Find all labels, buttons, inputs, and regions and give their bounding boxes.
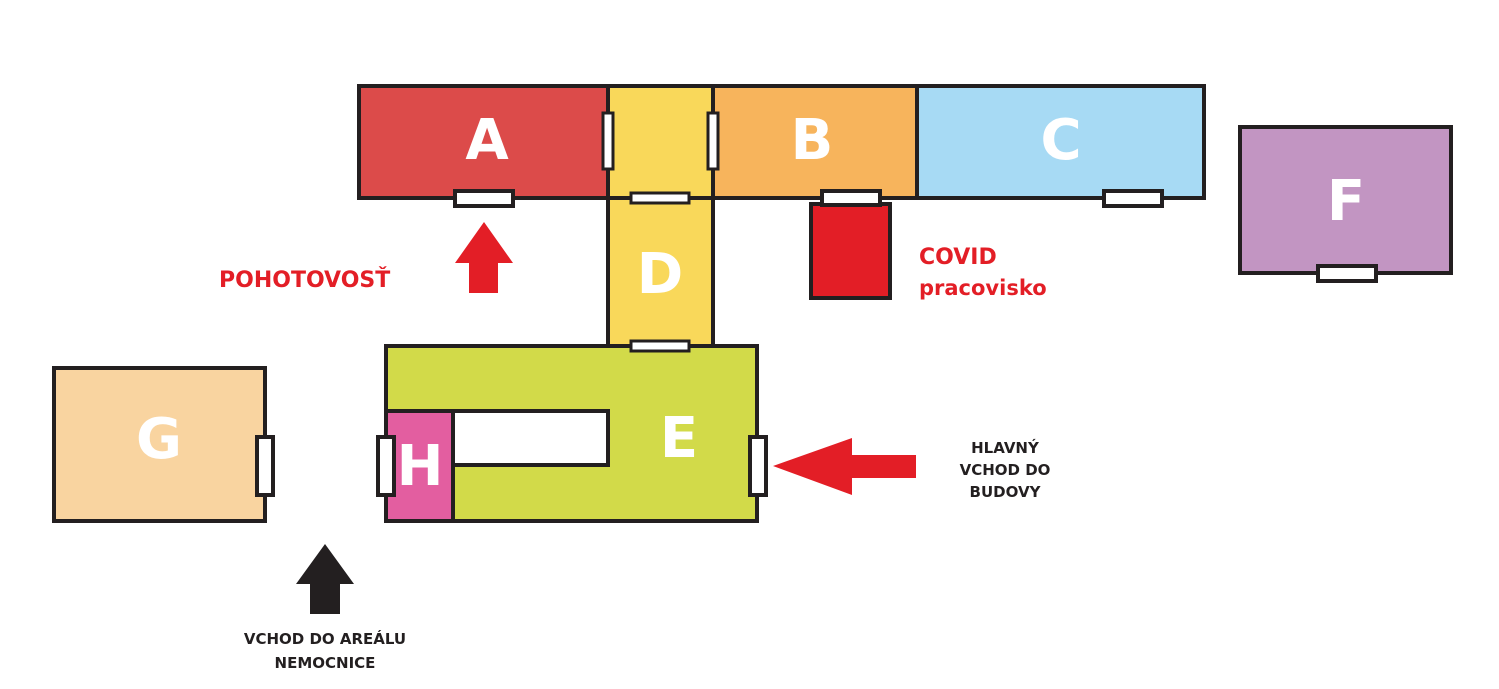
covid-label-line1: COVID <box>919 245 997 270</box>
building-c <box>915 84 1206 200</box>
door-d-e <box>629 339 691 353</box>
covid-label-line2: pracovisko <box>919 276 1047 300</box>
area-entrance-label: VCHOD DO AREÁLU NEMOCNICE <box>205 627 445 675</box>
building-d-letter: D <box>637 242 683 307</box>
door-a <box>453 189 515 208</box>
covid-building <box>809 202 892 300</box>
building-f-letter: F <box>1327 169 1365 234</box>
building-h-letter: H <box>397 434 444 499</box>
covid-label: COVID pracovisko <box>919 243 1047 303</box>
door-e-main <box>748 435 768 497</box>
door-c <box>1102 189 1164 208</box>
arrow-up-icon <box>296 544 354 614</box>
building-a-letter: A <box>465 108 509 173</box>
courtyard <box>451 409 610 467</box>
building-b-letter: B <box>791 108 834 173</box>
main-entrance-label: HLAVNÝ VCHOD DO BUDOVY <box>935 437 1075 503</box>
building-g-letter: G <box>136 407 182 472</box>
building-connector <box>606 84 715 200</box>
door-g <box>255 435 275 497</box>
door-a-connector <box>601 111 615 171</box>
door-h <box>376 435 396 497</box>
building-g <box>52 366 267 523</box>
building-b <box>711 84 919 200</box>
arrow-left-icon <box>773 438 916 495</box>
building-a <box>357 84 610 200</box>
door-f <box>1316 264 1378 283</box>
door-connector-d <box>629 191 691 205</box>
door-connector-b <box>706 111 720 171</box>
arrow-up-icon <box>455 222 513 293</box>
main-entrance-line2: VCHOD DO <box>959 461 1051 479</box>
main-entrance-line3: BUDOVY <box>969 483 1041 501</box>
building-e-letter: E <box>660 406 698 471</box>
main-entrance-line1: HLAVNÝ <box>971 439 1039 457</box>
area-entrance-line2: NEMOCNICE <box>274 654 376 672</box>
door-b <box>820 189 882 207</box>
building-d <box>606 196 715 348</box>
area-entrance-line1: VCHOD DO AREÁLU <box>243 630 407 648</box>
building-c-letter: C <box>1040 108 1081 173</box>
emergency-label: POHOTOVOSŤ <box>219 268 391 293</box>
